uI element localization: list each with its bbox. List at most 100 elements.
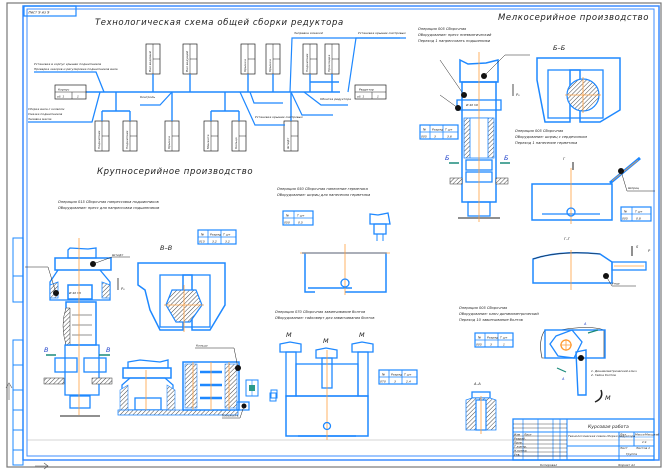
title_block-rows-6: Утв. (514, 453, 520, 457)
operations-op6-table-h-0: № (477, 336, 481, 340)
operations-op2-s: S (636, 245, 639, 249)
top-block-label: Подшипник (305, 53, 309, 72)
title_block-org: Группа (626, 452, 637, 456)
op6-table: № Разряд Т шт 005 3 1 (474, 332, 514, 348)
top-block-label: Прокладка (327, 55, 331, 72)
title_block-rows-5: Н.контр. (514, 449, 527, 453)
base-block-name: Корпус (58, 88, 70, 92)
operations-op3-table-r-1: 3.2 (212, 240, 217, 244)
title_block-sheets: Листов 1 (635, 446, 650, 450)
operations-op6-table-r-0: 005 (476, 343, 482, 347)
operation-1: Операция 005 Сборочная Оборудование: пре… (418, 27, 530, 222)
operations-op2-table-r-1: 0.8 (636, 217, 641, 221)
op1-mark-left: Б (445, 154, 450, 162)
operations-op4-table-h-1: Т шт (297, 214, 305, 218)
title_block-rows-0: Изм (514, 433, 521, 437)
ucs-y-icon (5, 382, 13, 400)
operations-op6-section: А–А (473, 382, 481, 386)
note-5: Контроль (140, 95, 155, 99)
operations-op5-moment: M (323, 337, 329, 345)
operations-op2-section_gg: Г–Г (564, 237, 571, 241)
title_block-scale: 1:1 (642, 440, 647, 444)
inner-frame (22, 5, 660, 461)
operations-op2-p: P (648, 249, 651, 253)
bottom-block: Подшипник (122, 120, 138, 152)
operations-op5-line1: Операция 070 Сборочная завинчивание болт… (275, 310, 365, 314)
operation-5: Операция 070 Сборочная завинчивание болт… (269, 310, 418, 440)
operations-op6-line1: Операция 005 Сборочная (459, 306, 508, 310)
title_block-cols-2: Масштаб (645, 433, 659, 437)
operations-op4-table-h-0: № (285, 214, 289, 218)
section-bb-label: Б–Б (553, 44, 566, 52)
operations-op2-line1: Операция 005 Сборочная (515, 129, 564, 133)
note-0: Установка в корпус крышек подшипников (34, 62, 101, 66)
operations-op1-table-h-1: Разряд (432, 128, 443, 132)
operations-op4-table-r-0: 050 (284, 221, 290, 225)
labels-leader_upor: Упор (612, 282, 620, 286)
operations-op6-moment: M (605, 394, 611, 402)
operations-op3-table-h-0: № (200, 233, 204, 237)
title-block: Курсовая работа Технологическая схема сб… (512, 418, 659, 467)
top-block: Прокладка (324, 43, 340, 75)
operations-op5-moment: M (359, 331, 365, 339)
op1-line1: Операция 005 Сборочная (418, 27, 467, 31)
side-stamp (12, 237, 24, 466)
operations-op5-table-h-0: № (381, 373, 385, 377)
inner-frame-2 (26, 8, 655, 457)
bottom-block: Кольцо (231, 120, 247, 152)
labels-gauge: Ø 40 h6 (68, 290, 81, 295)
title_block-format: Формат А1 (618, 463, 635, 467)
operations-op5-table-h-2: Т шт (404, 373, 412, 377)
operations-op5-line2: Оборудование: гайковерт для завинчивания… (275, 316, 374, 320)
op2-table: № Т шт 005 0.8 (620, 206, 652, 222)
operations-op6-table-r-2: 1 (503, 343, 505, 347)
note-6: Установка крышек смотровых (255, 115, 303, 119)
operations-op3-section: В–В (160, 244, 173, 252)
labels-leader_shpric: Шприц (628, 186, 639, 190)
operations-op2-table-h-1: Т шт (635, 210, 643, 214)
title-block-doc: Технологическая схема сборки редуктора (568, 434, 635, 438)
operations-op3-mark: В (106, 346, 111, 354)
operations-op3-mark: В (44, 346, 49, 354)
operations-op3-table-h-2: Т шт (223, 233, 231, 237)
title-block-title: Курсовая работа (588, 424, 629, 430)
title_block-rows-2: Разраб. (514, 437, 526, 441)
sheet-stamp (23, 5, 77, 17)
bottom-block: Крышка (164, 120, 180, 152)
operations-op3-table-h-1: Разряд (210, 233, 221, 237)
operations-op3-line2: Оборудование: пресс для напрессовки подш… (58, 206, 159, 210)
top-block: Вал ведущий (182, 43, 198, 75)
operations-op1-table-h-2: Т шт (445, 128, 453, 132)
bottom-block-label: Штифт (286, 138, 290, 149)
op1-table: № Разряд Т шт 005 3 3.6 (419, 124, 459, 140)
bottom-block-label: Крышка (167, 136, 171, 149)
operations-op5-table-r-2: 2.4 (406, 380, 411, 384)
title_block-rows-1: Лист (523, 433, 532, 437)
base-block-qty: 1 (77, 95, 79, 99)
operations-op2-section_g: Г (563, 157, 566, 161)
operation-2: Операция 005 Сборочная Оборудование: шпр… (515, 129, 655, 290)
note-8: Заправка смазкой (294, 31, 323, 35)
section-large-batch: Крупносерийное производство (97, 167, 253, 177)
operation-4: Операция 050 Сборочная нанесение гермети… (277, 187, 391, 295)
operations-op3-table-r-2: 3.2 (225, 240, 230, 244)
operations-op6-note2: 2. Гайка болтов (591, 373, 616, 377)
section-vv (137, 262, 226, 332)
top-block: Вал ведомый (145, 43, 161, 75)
op1-gauge: Ø 40 h6 (465, 102, 478, 107)
operations-op1-table-h-0: № (422, 128, 426, 132)
note-4: Заливка масла (28, 117, 52, 121)
sheet-stamp-text: Лист 9 из 9 (27, 11, 50, 15)
section-bb: Б–Б (536, 44, 621, 123)
operations-op4-table-r-1: 0.5 (298, 221, 303, 225)
operations-op1-table-r-1: 3 (434, 135, 436, 139)
labels-leader_ploskost: Плоскость (222, 414, 239, 418)
top-block: Крышка (265, 43, 281, 75)
operations-op2-line2: Оборудование: шприц с сердечником (515, 135, 587, 139)
operation-3: Операция 015 Сборочная напрессовка подши… (25, 200, 237, 417)
title_block-cols-1: Масса (635, 433, 645, 437)
base-block-code: сб. 1 (57, 95, 64, 99)
labels-leader_kolco: Кольцо (196, 344, 208, 348)
sheet-border (6, 2, 662, 468)
